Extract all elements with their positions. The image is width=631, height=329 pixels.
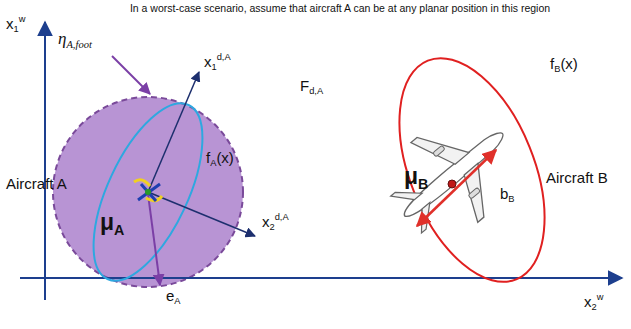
- world-axis: [20, 277, 622, 279]
- axis-label: x2d,A: [262, 212, 289, 232]
- axis-label: x2w: [584, 292, 603, 312]
- dimension-arrow: [417, 150, 496, 226]
- radius-arrow: [148, 194, 160, 285]
- region-label: ηA,foot: [58, 30, 92, 50]
- pointer-arrow: [112, 56, 150, 94]
- aircraft-label: Aircraft A: [6, 176, 67, 193]
- local-axis: [148, 192, 255, 236]
- distribution-label: fB(x): [550, 56, 578, 74]
- mean-label: μB: [404, 164, 428, 193]
- distribution-ellipse: [71, 88, 225, 296]
- mean-label: μA: [100, 210, 124, 239]
- aircraft-label: Aircraft B: [546, 170, 608, 187]
- airplane-illustration: [371, 94, 536, 256]
- set-label: Fd,A: [300, 78, 323, 96]
- aircraft-symbol: [134, 180, 162, 201]
- dimension-label: bB: [500, 186, 515, 204]
- axis-label: x1w: [6, 14, 25, 34]
- world-axis: [44, 22, 46, 300]
- mean-dot: [448, 180, 456, 188]
- note-text: In a worst-case scenario, assume that ai…: [130, 3, 550, 15]
- distribution-label: fA(x): [206, 150, 234, 168]
- footprint-circle: [53, 97, 243, 287]
- axis-label: x1d,A: [204, 52, 231, 72]
- distribution-ellipse: [370, 37, 573, 302]
- radius-label: eA: [166, 288, 181, 306]
- local-axis: [148, 72, 199, 192]
